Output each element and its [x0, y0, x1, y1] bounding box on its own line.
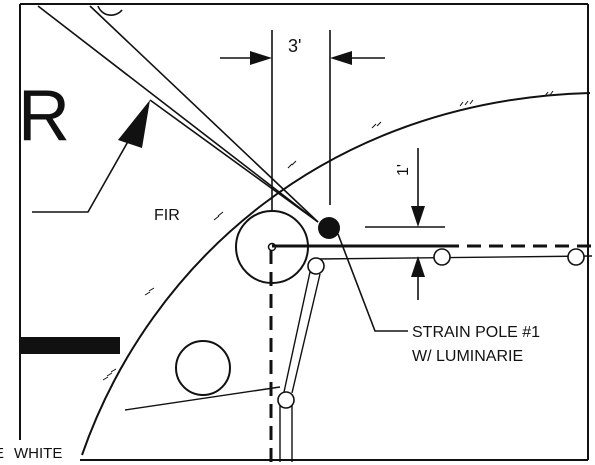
connector-lines	[124, 271, 321, 462]
dimension-label-3ft: 3'	[288, 36, 301, 56]
leader-arrow	[32, 100, 150, 213]
partial-circle-top	[97, 5, 123, 16]
tree-label: FIR	[154, 207, 180, 224]
arc-hatch-marks	[102, 90, 554, 381]
medium-circle	[175, 340, 231, 396]
sheet-border	[19, 3, 589, 461]
wire-line	[315, 255, 593, 260]
small-circle-1	[307, 257, 325, 275]
dimension-label-1ft: 1'	[395, 164, 412, 176]
dim-arrow-left	[250, 51, 272, 65]
small-circle-4	[277, 391, 295, 409]
strain-pole-symbol	[318, 217, 340, 239]
callout-line1: STRAIN POLE #1	[412, 324, 540, 341]
callout-line2: W/ LUMINARIE	[412, 348, 523, 365]
big-letter-r: R	[18, 76, 70, 156]
drip-line-arc	[81, 92, 591, 456]
dim-arrow-down	[411, 206, 425, 227]
small-circle-3	[567, 248, 585, 266]
edge-text-white: WHITE	[14, 445, 62, 462]
dim-arrow-up	[411, 256, 425, 277]
dimension-3ft	[220, 30, 385, 240]
edge-text-prefix: E	[0, 445, 4, 462]
thick-bar	[20, 337, 120, 354]
small-circle-2	[433, 248, 451, 266]
radial-lines	[37, 5, 319, 223]
dim-arrow-right	[330, 51, 352, 65]
callout-leader	[337, 233, 408, 332]
